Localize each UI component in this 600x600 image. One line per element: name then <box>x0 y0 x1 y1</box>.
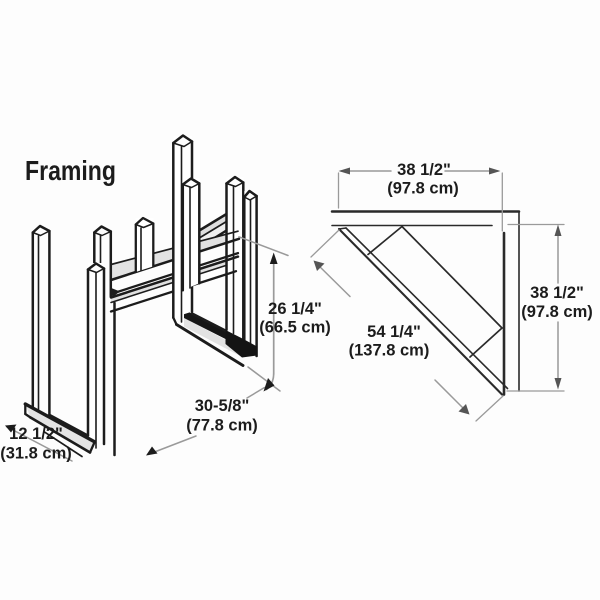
svg-text:38 1/2": 38 1/2" <box>530 284 584 302</box>
svg-text:Framing: Framing <box>25 155 116 186</box>
svg-text:54 1/4": 54 1/4" <box>367 323 421 341</box>
svg-text:(66.5 cm): (66.5 cm) <box>259 319 331 337</box>
svg-text:(97.8 cm): (97.8 cm) <box>387 180 459 198</box>
svg-text:30-5/8": 30-5/8" <box>195 397 250 415</box>
svg-text:(97.8 cm): (97.8 cm) <box>521 303 593 321</box>
svg-text:26 1/4": 26 1/4" <box>268 300 322 318</box>
svg-text:(31.8 cm): (31.8 cm) <box>0 445 72 463</box>
svg-text:38 1/2": 38 1/2" <box>397 161 451 179</box>
svg-text:(137.8 cm): (137.8 cm) <box>349 342 430 360</box>
svg-text:12 1/2": 12 1/2" <box>9 425 63 443</box>
svg-text:(77.8 cm): (77.8 cm) <box>186 417 258 435</box>
